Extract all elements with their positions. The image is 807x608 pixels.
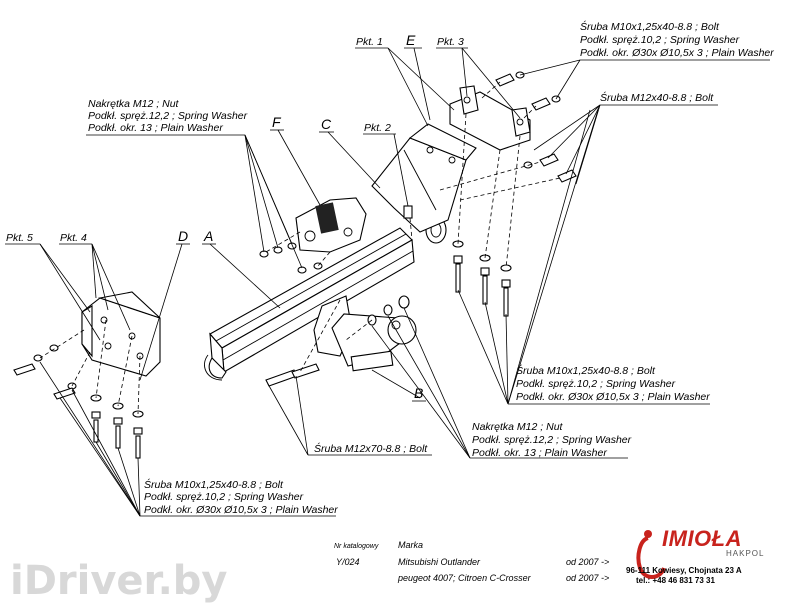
socket-plate — [295, 197, 367, 253]
fasteners-right-vertical — [452, 240, 512, 317]
point-label-2: Pkt. 2 — [364, 122, 391, 134]
leader-lines — [39, 47, 770, 517]
callout-bolt-m12x70: Śruba M12x70-8.8 ; Bolt — [314, 442, 428, 455]
brand-logo: IMIOŁA HAKPOL 96-111 Kowiesy, Chojnata 2… — [626, 526, 764, 585]
callout-line: Podkł. spręż.10,2 ; Spring Washer — [144, 491, 304, 503]
part-letter-e: E — [406, 32, 416, 48]
callout-line: Podkł. spręż.10,2 ; Spring Washer — [580, 34, 740, 46]
vehicle-model: Mitsubishi Outlander — [398, 557, 481, 567]
brand-address: 96-111 Kowiesy, Chojnata 23 A — [626, 566, 742, 575]
callout-bolt-m12x40: Śruba M12x40-8.8 ; Bolt — [600, 91, 714, 104]
callout-line: Podkł. okr. 13 ; Plain Washer — [472, 447, 607, 459]
callout-bolt-bottom-left: Śruba M10x1,25x40-8.8 ; Bolt Podkł. sprę… — [144, 478, 338, 516]
top-bracket — [449, 85, 531, 151]
point-label-3: Pkt. 3 — [437, 36, 464, 48]
callout-line: Podkł. spręż.10,2 ; Spring Washer — [516, 378, 676, 390]
point-label-1: Pkt. 1 — [356, 36, 383, 48]
vehicle-model: peugeot 4007; Citroen C-Crosser — [397, 573, 532, 583]
catalog-number-label: Nr katalogowy — [334, 543, 379, 550]
right-bracket — [371, 123, 477, 233]
fasteners-m12x70 — [265, 363, 320, 387]
brand-phone: tel.: +48 46 831 73 31 — [636, 576, 716, 585]
callout-line: Podkł. okr. Ø30x Ø10,5x 3 ; Plain Washer — [580, 47, 774, 59]
callout-line: Śruba M10x1,25x40-8.8 ; Bolt — [580, 20, 720, 33]
callout-line: Podkł. spręż.12,2 ; Spring Washer — [88, 110, 248, 122]
callout-bolt-mid-right: Śruba M10x1,25x40-8.8 ; Bolt Podkł. sprę… — [516, 364, 710, 403]
watermark: iDriver.by — [10, 558, 227, 604]
part-letter-a: A — [203, 228, 213, 244]
callout-nut-top-left: Nakrętka M12 ; Nut Podkł. spręż.12,2 ; S… — [88, 98, 248, 134]
part-letter-b: B — [414, 385, 423, 401]
hook-icon — [636, 536, 666, 579]
callout-nut-bottom: Nakrętka M12 ; Nut Podkł. spręż.12,2 ; S… — [472, 421, 632, 459]
callout-line: Podkł. okr. Ø30x Ø10,5x 3 ; Plain Washer — [516, 391, 710, 403]
brand-sub: HAKPOL — [726, 549, 764, 558]
part-letters: E F C A D B — [176, 32, 426, 402]
vehicle-year: od 2007 -> — [566, 573, 609, 583]
crossbar-beam — [204, 227, 415, 381]
callout-line: Śruba M12x70-8.8 ; Bolt — [314, 442, 428, 455]
callout-line: Śruba M12x40-8.8 ; Bolt — [600, 91, 714, 104]
point-labels: Pkt. 1 Pkt. 3 Pkt. 2 Pkt. 4 Pkt. 5 — [5, 36, 468, 245]
point-label-4: Pkt. 4 — [60, 232, 87, 244]
point-label-5: Pkt. 5 — [6, 232, 33, 244]
brand-name: IMIOŁA — [662, 526, 742, 551]
callout-line: Śruba M10x1,25x40-8.8 ; Bolt — [516, 364, 656, 377]
vehicle-year: od 2007 -> — [566, 557, 609, 567]
part-letter-d: D — [178, 228, 188, 244]
callout-line: Nakrętka M12 ; Nut — [472, 421, 564, 433]
callout-bolt-top-right: Śruba M10x1,25x40-8.8 ; Bolt Podkł. sprę… — [580, 20, 774, 59]
callout-line: Podkł. okr. 13 ; Plain Washer — [88, 122, 223, 134]
callout-line: Podkł. okr. Ø30x Ø10,5x 3 ; Plain Washer — [144, 504, 338, 516]
assembly-dashed-lines — [39, 81, 561, 415]
part-letter-f: F — [272, 114, 282, 130]
callout-line: Śruba M10x1,25x40-8.8 ; Bolt — [144, 478, 284, 491]
part-letter-c: C — [321, 116, 332, 132]
callout-line: Podkł. spręż.12,2 ; Spring Washer — [472, 434, 632, 446]
callout-line: Nakrętka M12 ; Nut — [88, 98, 180, 110]
brand-column-label: Marka — [398, 540, 423, 550]
hitch-mount — [313, 295, 417, 372]
catalog-number: Y/024 — [336, 557, 360, 567]
left-bracket — [81, 291, 161, 377]
catalog-info: Nr katalogowy Y/024 Marka Mitsubishi Out… — [334, 540, 609, 583]
